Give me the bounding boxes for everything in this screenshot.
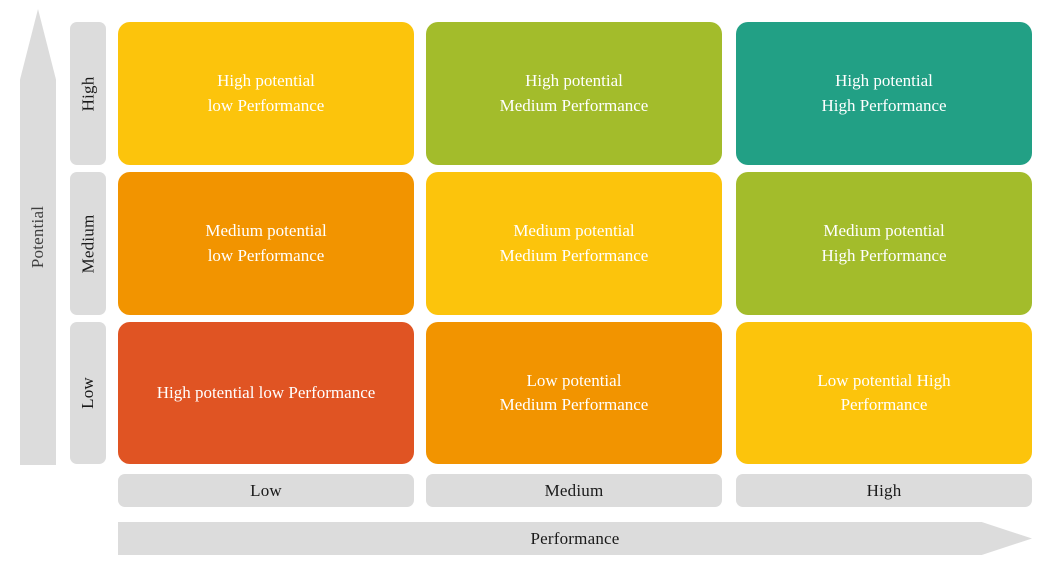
x-axis-level-medium[interactable]: Medium <box>426 474 722 507</box>
cell-line-2: High Performance <box>821 95 947 115</box>
x-axis-level-high[interactable]: High <box>736 474 1032 507</box>
y-axis-level-high-label: High <box>78 76 97 111</box>
cell-line-1: High potential <box>525 71 623 91</box>
matrix-cell-high-low-text: High potential low Performance <box>208 69 325 117</box>
matrix-cell-low-high-text: Low potential High Performance <box>817 369 950 417</box>
cell-line-2: Medium Performance <box>499 395 649 414</box>
matrix-cell-low-medium[interactable]: Low potential Medium Performance <box>426 322 722 464</box>
arrow-up-icon <box>20 9 56 465</box>
matrix-cell-high-low[interactable]: High potential low Performance <box>118 22 414 165</box>
matrix-cell-low-high[interactable]: Low potential High Performance <box>736 322 1032 464</box>
cell-line-1: High potential <box>217 71 315 91</box>
matrix-cell-low-low[interactable]: High potential low Performance <box>118 322 414 464</box>
matrix-cell-high-high[interactable]: High potential High Performance <box>736 22 1032 165</box>
matrix-cell-medium-low[interactable]: Medium potential low Performance <box>118 172 414 315</box>
cell-line-2: Medium Performance <box>499 245 649 265</box>
cell-line-1: Medium potential <box>205 221 327 241</box>
y-axis-level-low-label: Low <box>77 377 97 409</box>
matrix-cell-medium-high[interactable]: Medium potential High Performance <box>736 172 1032 315</box>
matrix-cell-medium-high-text: Medium potential High Performance <box>821 219 946 267</box>
cell-line-1: High potential <box>835 71 933 91</box>
matrix-cell-low-medium-text: Low potential Medium Performance <box>500 369 649 417</box>
cell-line-1: Medium potential <box>513 221 635 241</box>
matrix-cell-low-low-text: High potential low Performance <box>157 381 376 405</box>
cell-line-2: Medium Performance <box>499 95 649 115</box>
x-axis-level-low[interactable]: Low <box>118 474 414 507</box>
cell-line-2: low Performance <box>207 95 325 115</box>
y-axis-level-high[interactable]: High <box>70 22 106 165</box>
y-axis-level-medium[interactable]: Medium <box>70 172 106 315</box>
matrix-cell-high-medium[interactable]: High potential Medium Performance <box>426 22 722 165</box>
y-axis-level-low[interactable]: Low <box>70 322 106 464</box>
arrow-right-icon <box>118 522 1032 555</box>
matrix-cell-medium-low-text: Medium potential low Performance <box>205 219 326 267</box>
cell-line-1: Medium potential <box>823 221 945 241</box>
y-axis-level-medium-label: Medium <box>78 214 97 273</box>
cell-line-2: Performance <box>840 395 928 414</box>
matrix-cell-high-medium-text: High potential Medium Performance <box>500 69 649 117</box>
cell-line-1: High potential low Performance <box>156 382 376 402</box>
cell-line-1: Low potential <box>526 370 622 390</box>
cell-line-2: low Performance <box>207 245 325 265</box>
matrix-cell-medium-medium-text: Medium potential Medium Performance <box>500 219 649 267</box>
cell-line-1: Low potential High <box>817 370 951 390</box>
cell-line-2: High Performance <box>821 245 947 265</box>
matrix-cell-medium-medium[interactable]: Medium potential Medium Performance <box>426 172 722 315</box>
matrix-cell-high-high-text: High potential High Performance <box>821 69 946 117</box>
